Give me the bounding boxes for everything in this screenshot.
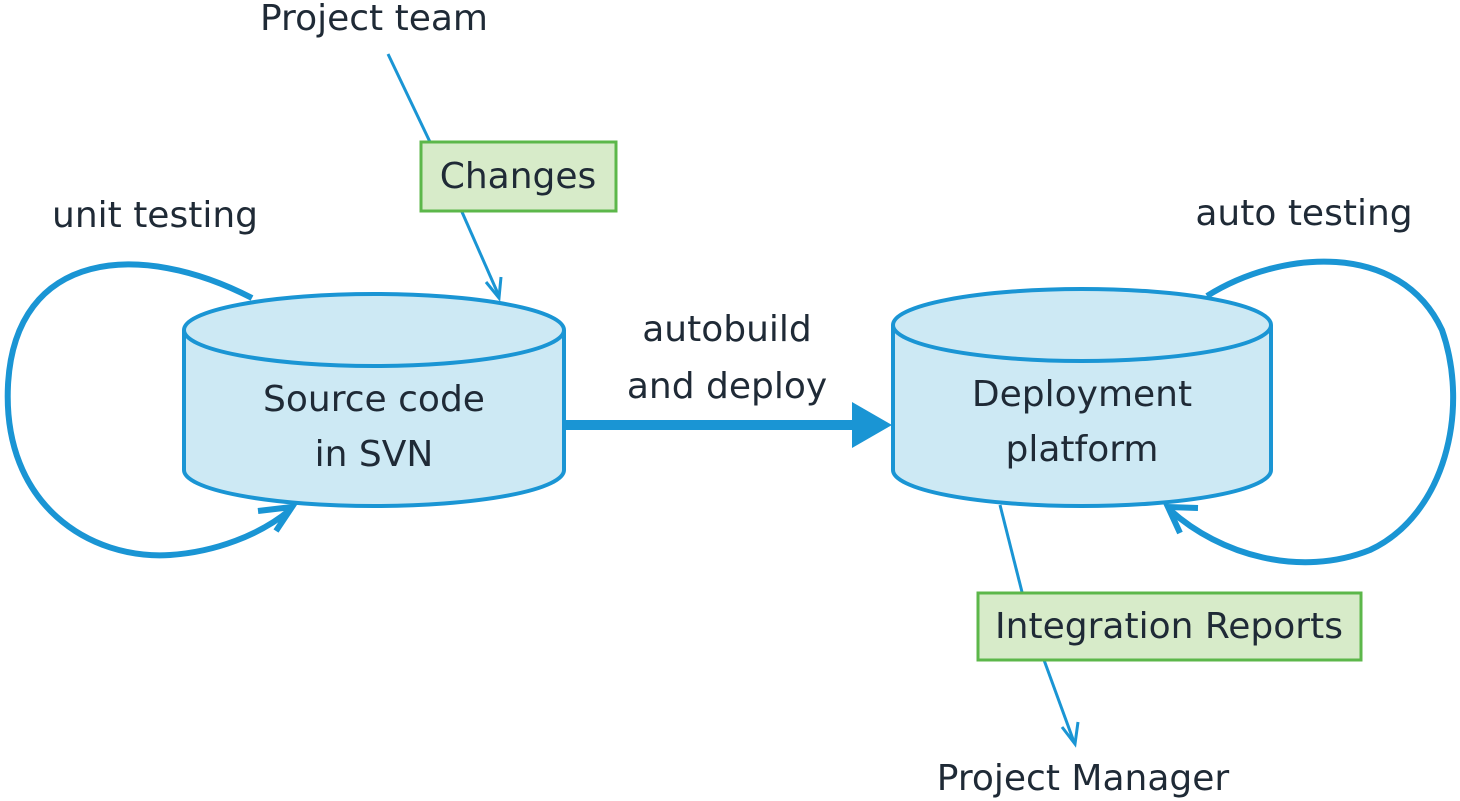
integration-reports-box bbox=[976, 591, 1363, 662]
deployment-label-line2: platform bbox=[1006, 429, 1159, 470]
unit-testing-loop bbox=[4, 261, 292, 559]
changes-to-source-line bbox=[460, 211, 501, 297]
changes-label: Changes bbox=[440, 156, 597, 197]
deployment-cylinder bbox=[891, 287, 1273, 508]
auto-testing-arrowhead bbox=[1163, 503, 1199, 535]
manager-arrowhead bbox=[1060, 721, 1080, 748]
deploy-to-reports-line bbox=[998, 504, 1024, 593]
unit-testing-arrowhead bbox=[257, 503, 299, 533]
deployment-label-line1: Deployment bbox=[972, 374, 1192, 415]
autobuild-label-line2: and deploy bbox=[627, 366, 827, 407]
auto-testing-label: auto testing bbox=[1195, 193, 1412, 234]
project-manager-label: Project Manager bbox=[937, 758, 1230, 799]
autobuild-label-line1: autobuild bbox=[642, 309, 812, 350]
team-to-changes-line bbox=[386, 53, 432, 143]
source-code-label-line1: Source code bbox=[263, 379, 485, 420]
autobuild-arrowhead bbox=[852, 402, 892, 448]
reports-to-manager-line bbox=[1042, 659, 1076, 743]
unit-testing-label: unit testing bbox=[52, 195, 258, 236]
changes-arrowhead bbox=[484, 276, 503, 302]
changes-box bbox=[419, 140, 618, 213]
source-code-cylinder bbox=[182, 292, 566, 508]
project-team-label: Project team bbox=[260, 0, 488, 39]
integration-reports-label: Integration Reports bbox=[995, 606, 1343, 647]
source-code-label-line2: in SVN bbox=[315, 434, 434, 475]
auto-testing-loop bbox=[1167, 258, 1457, 566]
